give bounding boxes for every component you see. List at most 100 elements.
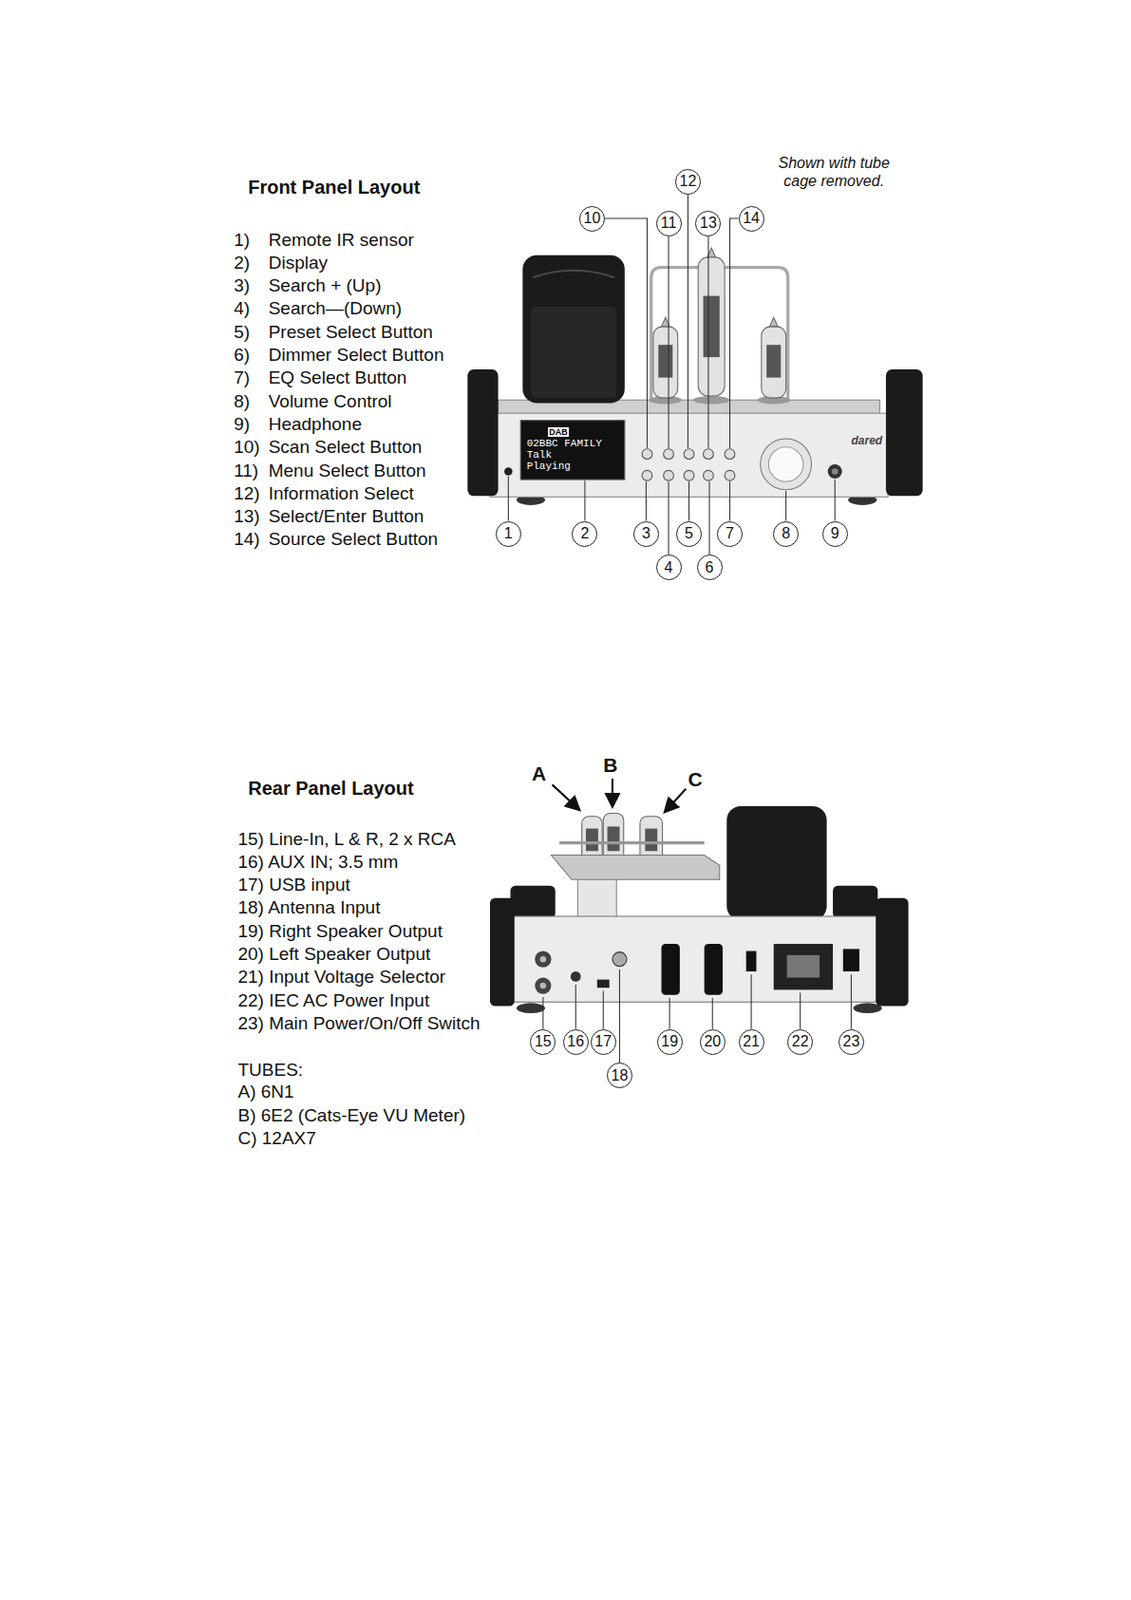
speaker-terminal: [704, 943, 723, 996]
section-heading: Front Panel Layout: [247, 175, 420, 198]
foot: [516, 1002, 546, 1014]
speaker-terminal: [661, 943, 680, 996]
part-list-item: Menu Select Button: [268, 460, 427, 482]
callout-number: 21: [738, 1029, 765, 1056]
rear-amplifier: [490, 806, 909, 1014]
display-text: Talk: [527, 449, 552, 461]
part-list-item: 8): [233, 391, 250, 413]
callout-text: 19: [660, 1034, 679, 1050]
callout-number: 13: [695, 210, 721, 237]
display-text: 02BBC FAMILY: [527, 437, 603, 450]
leader-line: [687, 194, 689, 449]
bumper: [832, 885, 878, 919]
leader-line: [707, 236, 709, 449]
callout-number: 3: [633, 521, 660, 547]
part-list-item: B) 6E2 (Cats-Eye VU Meter): [237, 1105, 466, 1127]
headphone-jack: [828, 464, 843, 479]
callout-number: 19: [657, 1029, 683, 1056]
part-list-item: Select/Enter Button: [268, 506, 425, 528]
transformer: [726, 806, 827, 921]
volume-knob-cap: [768, 447, 804, 483]
leader-line: [730, 218, 739, 449]
part-list-item: 13): [233, 506, 260, 528]
leader-line: [542, 997, 544, 1030]
tube-plate: [703, 296, 720, 358]
part-list-item: Dimmer Select Button: [268, 344, 445, 366]
tube-plate: [585, 829, 599, 852]
part-list-item: 9): [233, 414, 250, 435]
power-switch: [843, 948, 860, 972]
vacuum-tube: [653, 326, 679, 398]
transformer-core: [530, 305, 617, 398]
front-leader-lines: [508, 194, 835, 555]
part-list-item: EQ Select Button: [268, 367, 408, 389]
part-list-item: 19) Right Speaker Output: [237, 921, 442, 943]
callout-text: 9: [830, 526, 840, 542]
antenna-socket: [612, 952, 627, 967]
part-list-item: Scan Select Button: [268, 436, 423, 458]
volume-knob: [760, 438, 812, 491]
button: [663, 449, 675, 460]
part-list-item: 1): [233, 229, 250, 251]
part-list-item: Information Select: [268, 483, 415, 505]
pointer-arrow: [611, 778, 614, 808]
rca-jack: [534, 951, 551, 968]
part-list-item: 14): [233, 528, 260, 550]
button: [724, 470, 736, 481]
bumper: [490, 898, 515, 1007]
tube-plate-shelf: [550, 855, 719, 881]
callout-number: 12: [675, 169, 701, 195]
part-list-item: 2): [233, 252, 250, 274]
part-list-item: Source Select Button: [268, 528, 439, 550]
callout-number: 11: [656, 210, 682, 237]
callout-text: 5: [684, 526, 694, 542]
bumper: [509, 885, 555, 919]
rca-jack: [534, 977, 551, 994]
leader-line: [729, 481, 731, 521]
display-text: Playing: [527, 460, 571, 472]
part-list-item: C) 12AX7: [237, 1128, 316, 1150]
callout-number: 20: [699, 1029, 726, 1056]
callout-number: 5: [676, 521, 702, 547]
part-list-item: Remote IR sensor: [268, 229, 415, 251]
callout-number: 10: [579, 206, 605, 232]
button: [703, 449, 715, 460]
callout-text: 20: [703, 1034, 721, 1050]
callout-number: 18: [606, 1062, 633, 1089]
part-list-item: 22) IEC AC Power Input: [237, 990, 430, 1012]
callout-number: 15: [529, 1029, 556, 1056]
button: [703, 470, 715, 481]
part-list-item: Preset Select Button: [268, 321, 434, 343]
tube-letter: A: [531, 762, 547, 786]
bumper: [875, 898, 908, 1007]
leader-line: [688, 481, 690, 521]
callout-number: 23: [838, 1029, 865, 1056]
front-amplifier: [467, 247, 923, 506]
part-list-item: 21) Input Voltage Selector: [237, 966, 446, 988]
callout-text: 23: [843, 1034, 861, 1050]
leader-line: [785, 490, 787, 522]
button: [663, 470, 675, 481]
tube-pointer-arrows: [552, 778, 687, 812]
iec-socket: [787, 955, 820, 979]
leader-line: [712, 998, 714, 1030]
callout-text: 16: [566, 1034, 585, 1050]
callout-text: 17: [594, 1034, 612, 1050]
leader-line: [667, 481, 669, 555]
callout-number: 2: [571, 521, 598, 547]
callout-number: 7: [716, 521, 743, 547]
callout-text: 2: [580, 526, 589, 542]
transformer-highlight: [532, 270, 615, 279]
callout-number: 17: [590, 1029, 617, 1056]
callout-text: 7: [725, 526, 735, 542]
part-list-item: 17) USB input: [237, 874, 350, 896]
callout-text: 1: [504, 526, 513, 542]
part-list-item: 11): [233, 460, 259, 482]
leader-line: [669, 998, 671, 1030]
tube-letter: C: [687, 768, 702, 792]
pointer-arrow: [664, 789, 687, 813]
leader-line: [619, 969, 621, 1063]
leader-line: [850, 974, 852, 1029]
